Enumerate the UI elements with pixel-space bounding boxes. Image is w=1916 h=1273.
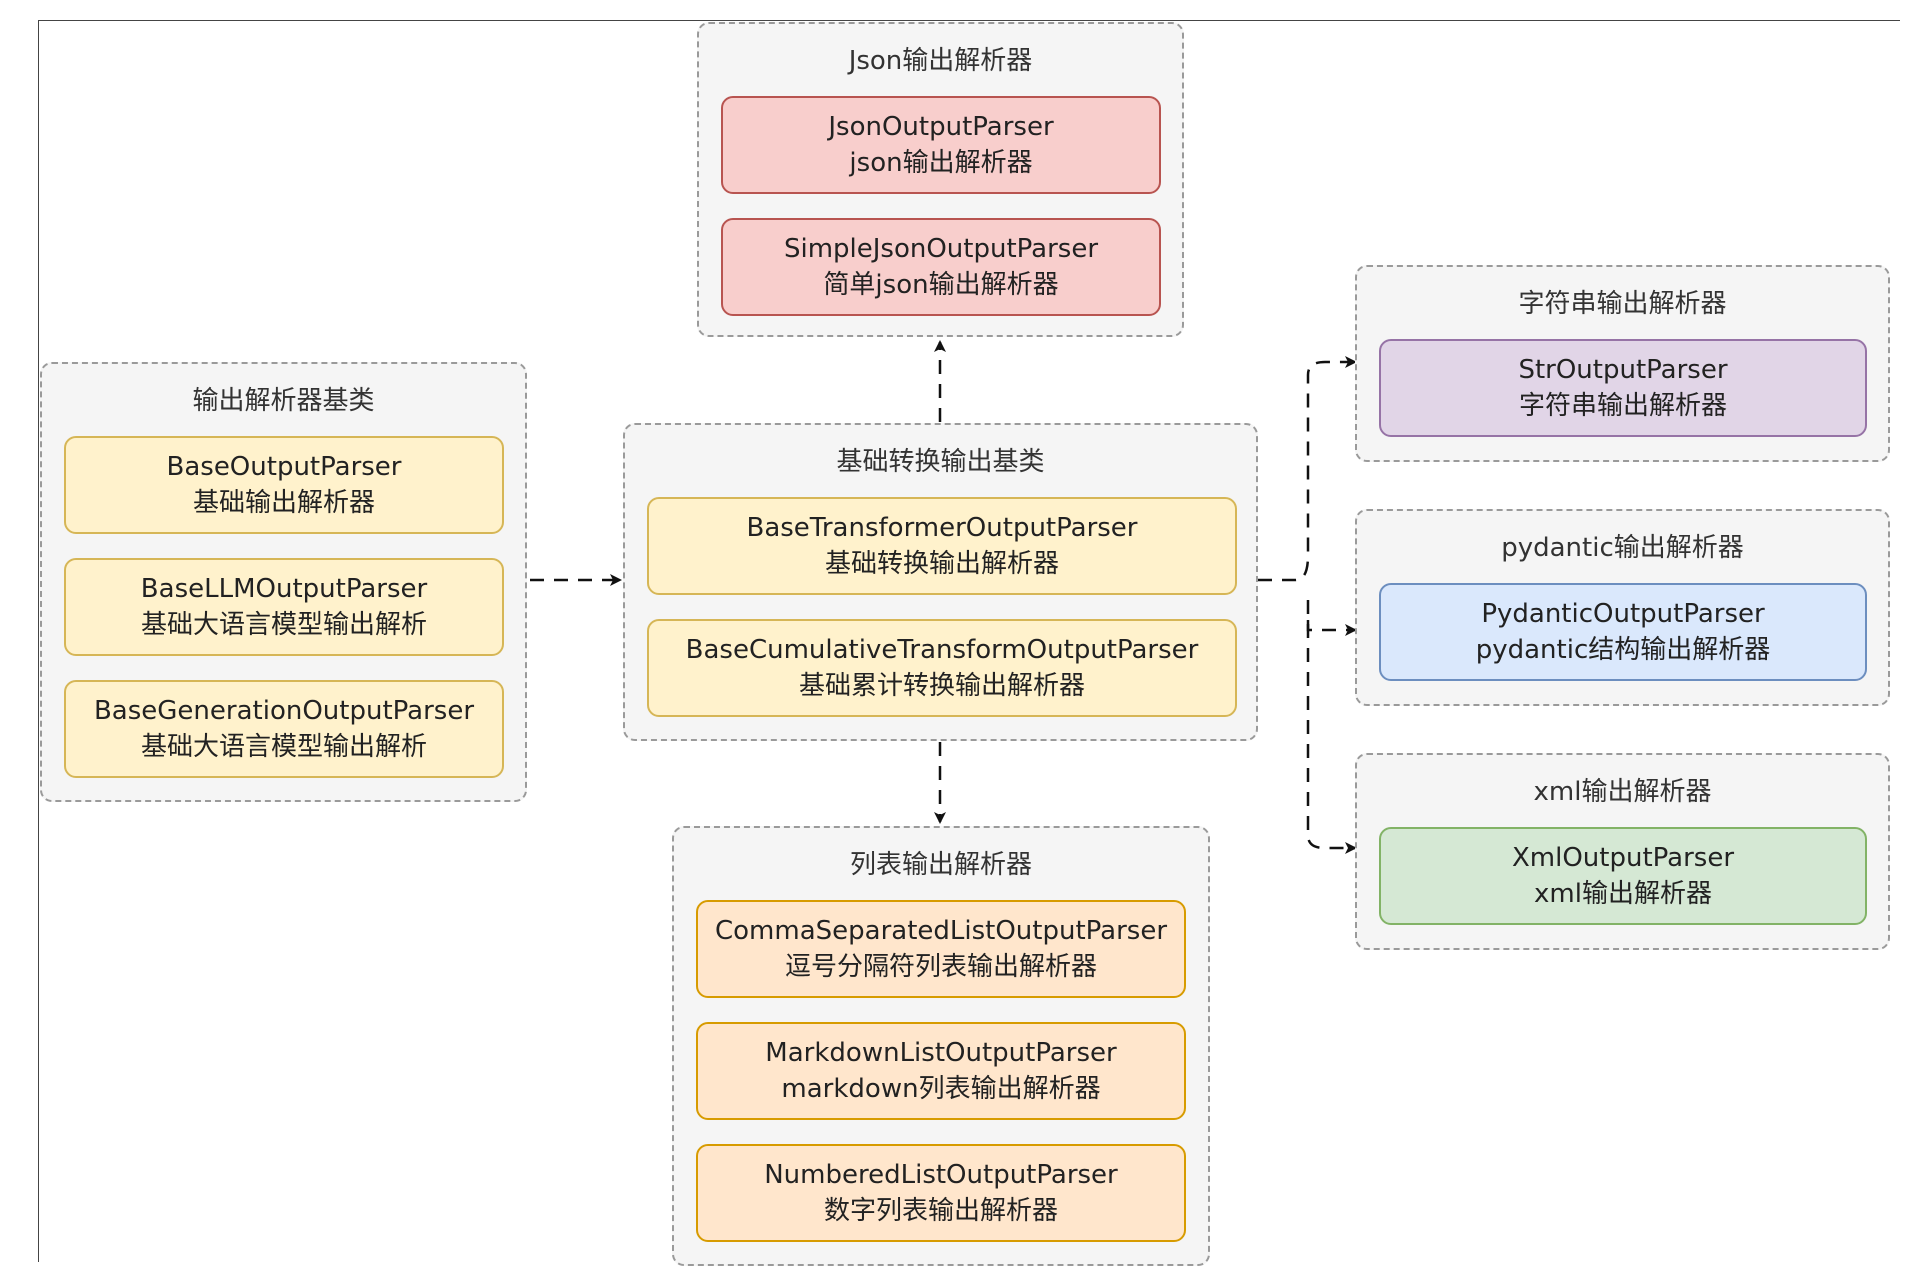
node-base-generation-output-parser[interactable]: BaseGenerationOutputParser 基础大语言模型输出解析: [64, 680, 504, 778]
group-base-parsers: 输出解析器基类 BaseOutputParser 基础输出解析器 BaseLLM…: [40, 362, 527, 802]
node-json-output-parser[interactable]: JsonOutputParser json输出解析器: [721, 96, 1161, 194]
node-xml-output-parser[interactable]: XmlOutputParser xml输出解析器: [1379, 827, 1867, 925]
node-class-name: JsonOutputParser: [828, 112, 1054, 142]
node-description: markdown列表输出解析器: [781, 1074, 1101, 1104]
group-xml-parsers: xml输出解析器 XmlOutputParser xml输出解析器: [1355, 753, 1890, 950]
edge-transform-to-str: [1258, 356, 1357, 582]
node-class-name: PydanticOutputParser: [1481, 599, 1765, 629]
group-pydantic-parsers: pydantic输出解析器 PydanticOutputParser pydan…: [1355, 509, 1890, 706]
node-markdown-list-output-parser[interactable]: MarkdownListOutputParser markdown列表输出解析器: [696, 1022, 1186, 1120]
edge-transform-to-xml: [1306, 600, 1357, 854]
node-pydantic-output-parser[interactable]: PydanticOutputParser pydantic结构输出解析器: [1379, 583, 1867, 681]
group-title: xml输出解析器: [1533, 777, 1712, 807]
node-description: xml输出解析器: [1534, 879, 1712, 909]
node-description: 字符串输出解析器: [1518, 391, 1727, 421]
group-title: 基础转换输出基类: [836, 447, 1045, 477]
node-description: 数字列表输出解析器: [823, 1196, 1058, 1226]
group-title: 输出解析器基类: [192, 386, 375, 416]
node-description: 基础转换输出解析器: [824, 549, 1059, 579]
diagram-frame: [38, 20, 1900, 1262]
node-base-llm-output-parser[interactable]: BaseLLMOutputParser 基础大语言模型输出解析: [64, 558, 504, 656]
node-class-name: XmlOutputParser: [1511, 843, 1735, 873]
node-class-name: BaseOutputParser: [166, 452, 402, 482]
node-class-name: MarkdownListOutputParser: [765, 1038, 1117, 1068]
node-class-name: BaseTransformerOutputParser: [746, 513, 1138, 543]
edge-transform-to-pydantic: [1306, 620, 1357, 636]
node-base-transformer-output-parser[interactable]: BaseTransformerOutputParser 基础转换输出解析器: [647, 497, 1237, 595]
group-title: 字符串输出解析器: [1518, 289, 1727, 319]
node-description: pydantic结构输出解析器: [1475, 635, 1771, 665]
node-description: 基础大语言模型输出解析: [140, 610, 427, 640]
node-class-name: NumberedListOutputParser: [764, 1160, 1118, 1190]
node-description: 逗号分隔符列表输出解析器: [784, 952, 1097, 982]
node-description: 基础大语言模型输出解析: [140, 732, 427, 762]
node-base-output-parser[interactable]: BaseOutputParser 基础输出解析器: [64, 436, 504, 534]
node-class-name: BaseGenerationOutputParser: [93, 696, 475, 726]
node-class-name: BaseLLMOutputParser: [140, 574, 428, 604]
group-title: 列表输出解析器: [849, 850, 1032, 880]
node-simple-json-output-parser[interactable]: SimpleJsonOutputParser 简单json输出解析器: [721, 218, 1161, 316]
group-str-parsers: 字符串输出解析器 StrOutputParser 字符串输出解析器: [1355, 265, 1890, 462]
node-str-output-parser[interactable]: StrOutputParser 字符串输出解析器: [1379, 339, 1867, 437]
node-class-name: BaseCumulativeTransformOutputParser: [685, 635, 1199, 665]
node-description: 简单json输出解析器: [823, 270, 1059, 300]
group-transform-base: 基础转换输出基类 BaseTransformerOutputParser 基础转…: [623, 423, 1258, 741]
node-class-name: StrOutputParser: [1518, 355, 1728, 385]
group-title: Json输出解析器: [848, 46, 1033, 76]
node-class-name: CommaSeparatedListOutputParser: [714, 916, 1168, 946]
node-class-name: SimpleJsonOutputParser: [783, 234, 1099, 264]
node-comma-separated-list-output-parser[interactable]: CommaSeparatedListOutputParser 逗号分隔符列表输出…: [696, 900, 1186, 998]
node-description: json输出解析器: [849, 148, 1033, 178]
group-list-parsers: 列表输出解析器 CommaSeparatedListOutputParser 逗…: [672, 826, 1210, 1266]
group-json-parsers: Json输出解析器 JsonOutputParser json输出解析器 Sim…: [697, 22, 1184, 337]
node-base-cumulative-transform-output-parser[interactable]: BaseCumulativeTransformOutputParser 基础累计…: [647, 619, 1237, 717]
group-title: pydantic输出解析器: [1501, 533, 1744, 563]
node-numbered-list-output-parser[interactable]: NumberedListOutputParser 数字列表输出解析器: [696, 1144, 1186, 1242]
node-description: 基础累计转换输出解析器: [798, 671, 1085, 701]
node-description: 基础输出解析器: [192, 488, 375, 518]
